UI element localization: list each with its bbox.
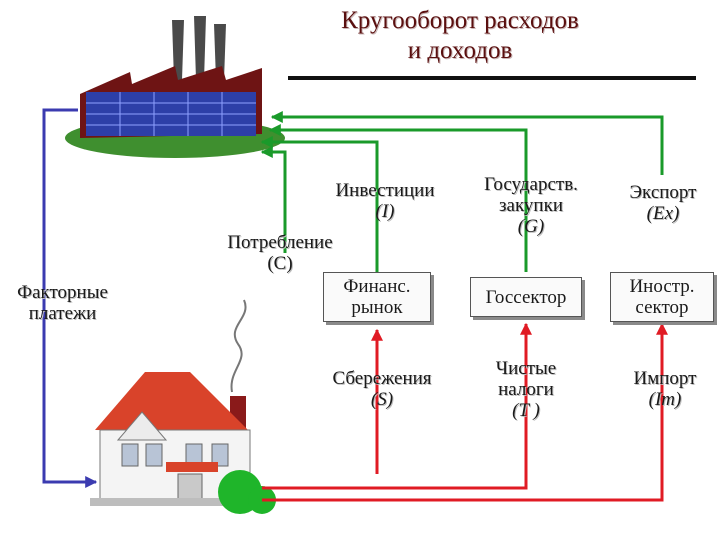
savings-symbol: (S) xyxy=(370,389,394,410)
export-symbol: (Ex) xyxy=(646,203,680,224)
consumption-symbol: (C) xyxy=(267,253,293,274)
savings-label: Сбережения (S) xyxy=(312,368,452,410)
house-icon xyxy=(90,299,276,514)
net-taxes-symbol: (T ) xyxy=(512,400,540,421)
export-flow xyxy=(270,111,664,175)
foreign-sector-box: Иностр. сектор xyxy=(610,272,714,322)
import-flow xyxy=(262,322,668,502)
spending-flows xyxy=(260,111,664,272)
factor-payments-line-1: Факторные xyxy=(17,282,108,303)
diagram-title: Кругооборот расходов и доходов xyxy=(260,6,660,66)
gov-purchases-line-1: Государств. xyxy=(484,174,578,195)
foreign-sector-line-1: Иностр. xyxy=(629,276,695,297)
financial-market-box: Финанс. рынок xyxy=(323,272,431,322)
gov-purchases-label: Государств. закупки (G) xyxy=(462,174,600,237)
investment-flow xyxy=(260,136,379,272)
import-symbol: (Im) xyxy=(648,389,682,410)
consumption-word: Потребление xyxy=(227,232,333,253)
title-line-1: Кругооборот расходов xyxy=(341,7,579,34)
gov-purchases-line-2: закупки xyxy=(499,195,563,216)
factor-payments-line-2: платежи xyxy=(28,303,97,324)
factor-payments-flow xyxy=(42,108,98,488)
public-sector-label: Госсектор xyxy=(485,286,567,308)
net-taxes-line-1: Чистые xyxy=(495,358,557,379)
consumption-flow xyxy=(260,146,287,253)
import-label: Импорт (Im) xyxy=(610,368,720,410)
income-flows xyxy=(262,322,668,502)
financial-market-line-1: Финанс. xyxy=(343,276,411,297)
import-word: Импорт xyxy=(633,368,697,389)
investment-symbol: (I) xyxy=(375,201,395,222)
gov-purchases-flow xyxy=(268,124,528,272)
investment-label: Инвестиции (I) xyxy=(315,180,455,222)
export-label: Экспорт (Ex) xyxy=(608,182,718,224)
net-taxes-flow xyxy=(262,322,532,490)
net-taxes-label: Чистые налоги (T ) xyxy=(470,358,582,421)
investment-word: Инвестиции xyxy=(335,180,435,201)
public-sector-box: Госсектор xyxy=(470,277,582,317)
title-line-2: и доходов xyxy=(407,37,513,64)
foreign-sector-line-2: сектор xyxy=(635,297,689,318)
financial-market-line-2: рынок xyxy=(351,297,403,318)
savings-word: Сбережения xyxy=(332,368,432,389)
consumption-label: Потребление (C) xyxy=(200,232,360,274)
export-word: Экспорт xyxy=(629,182,697,203)
title-divider xyxy=(288,76,696,80)
net-taxes-line-2: налоги xyxy=(498,379,554,400)
gov-purchases-symbol: (G) xyxy=(517,216,545,237)
factory-icon xyxy=(65,16,285,158)
factor-payments-label: Факторные платежи xyxy=(0,282,125,324)
